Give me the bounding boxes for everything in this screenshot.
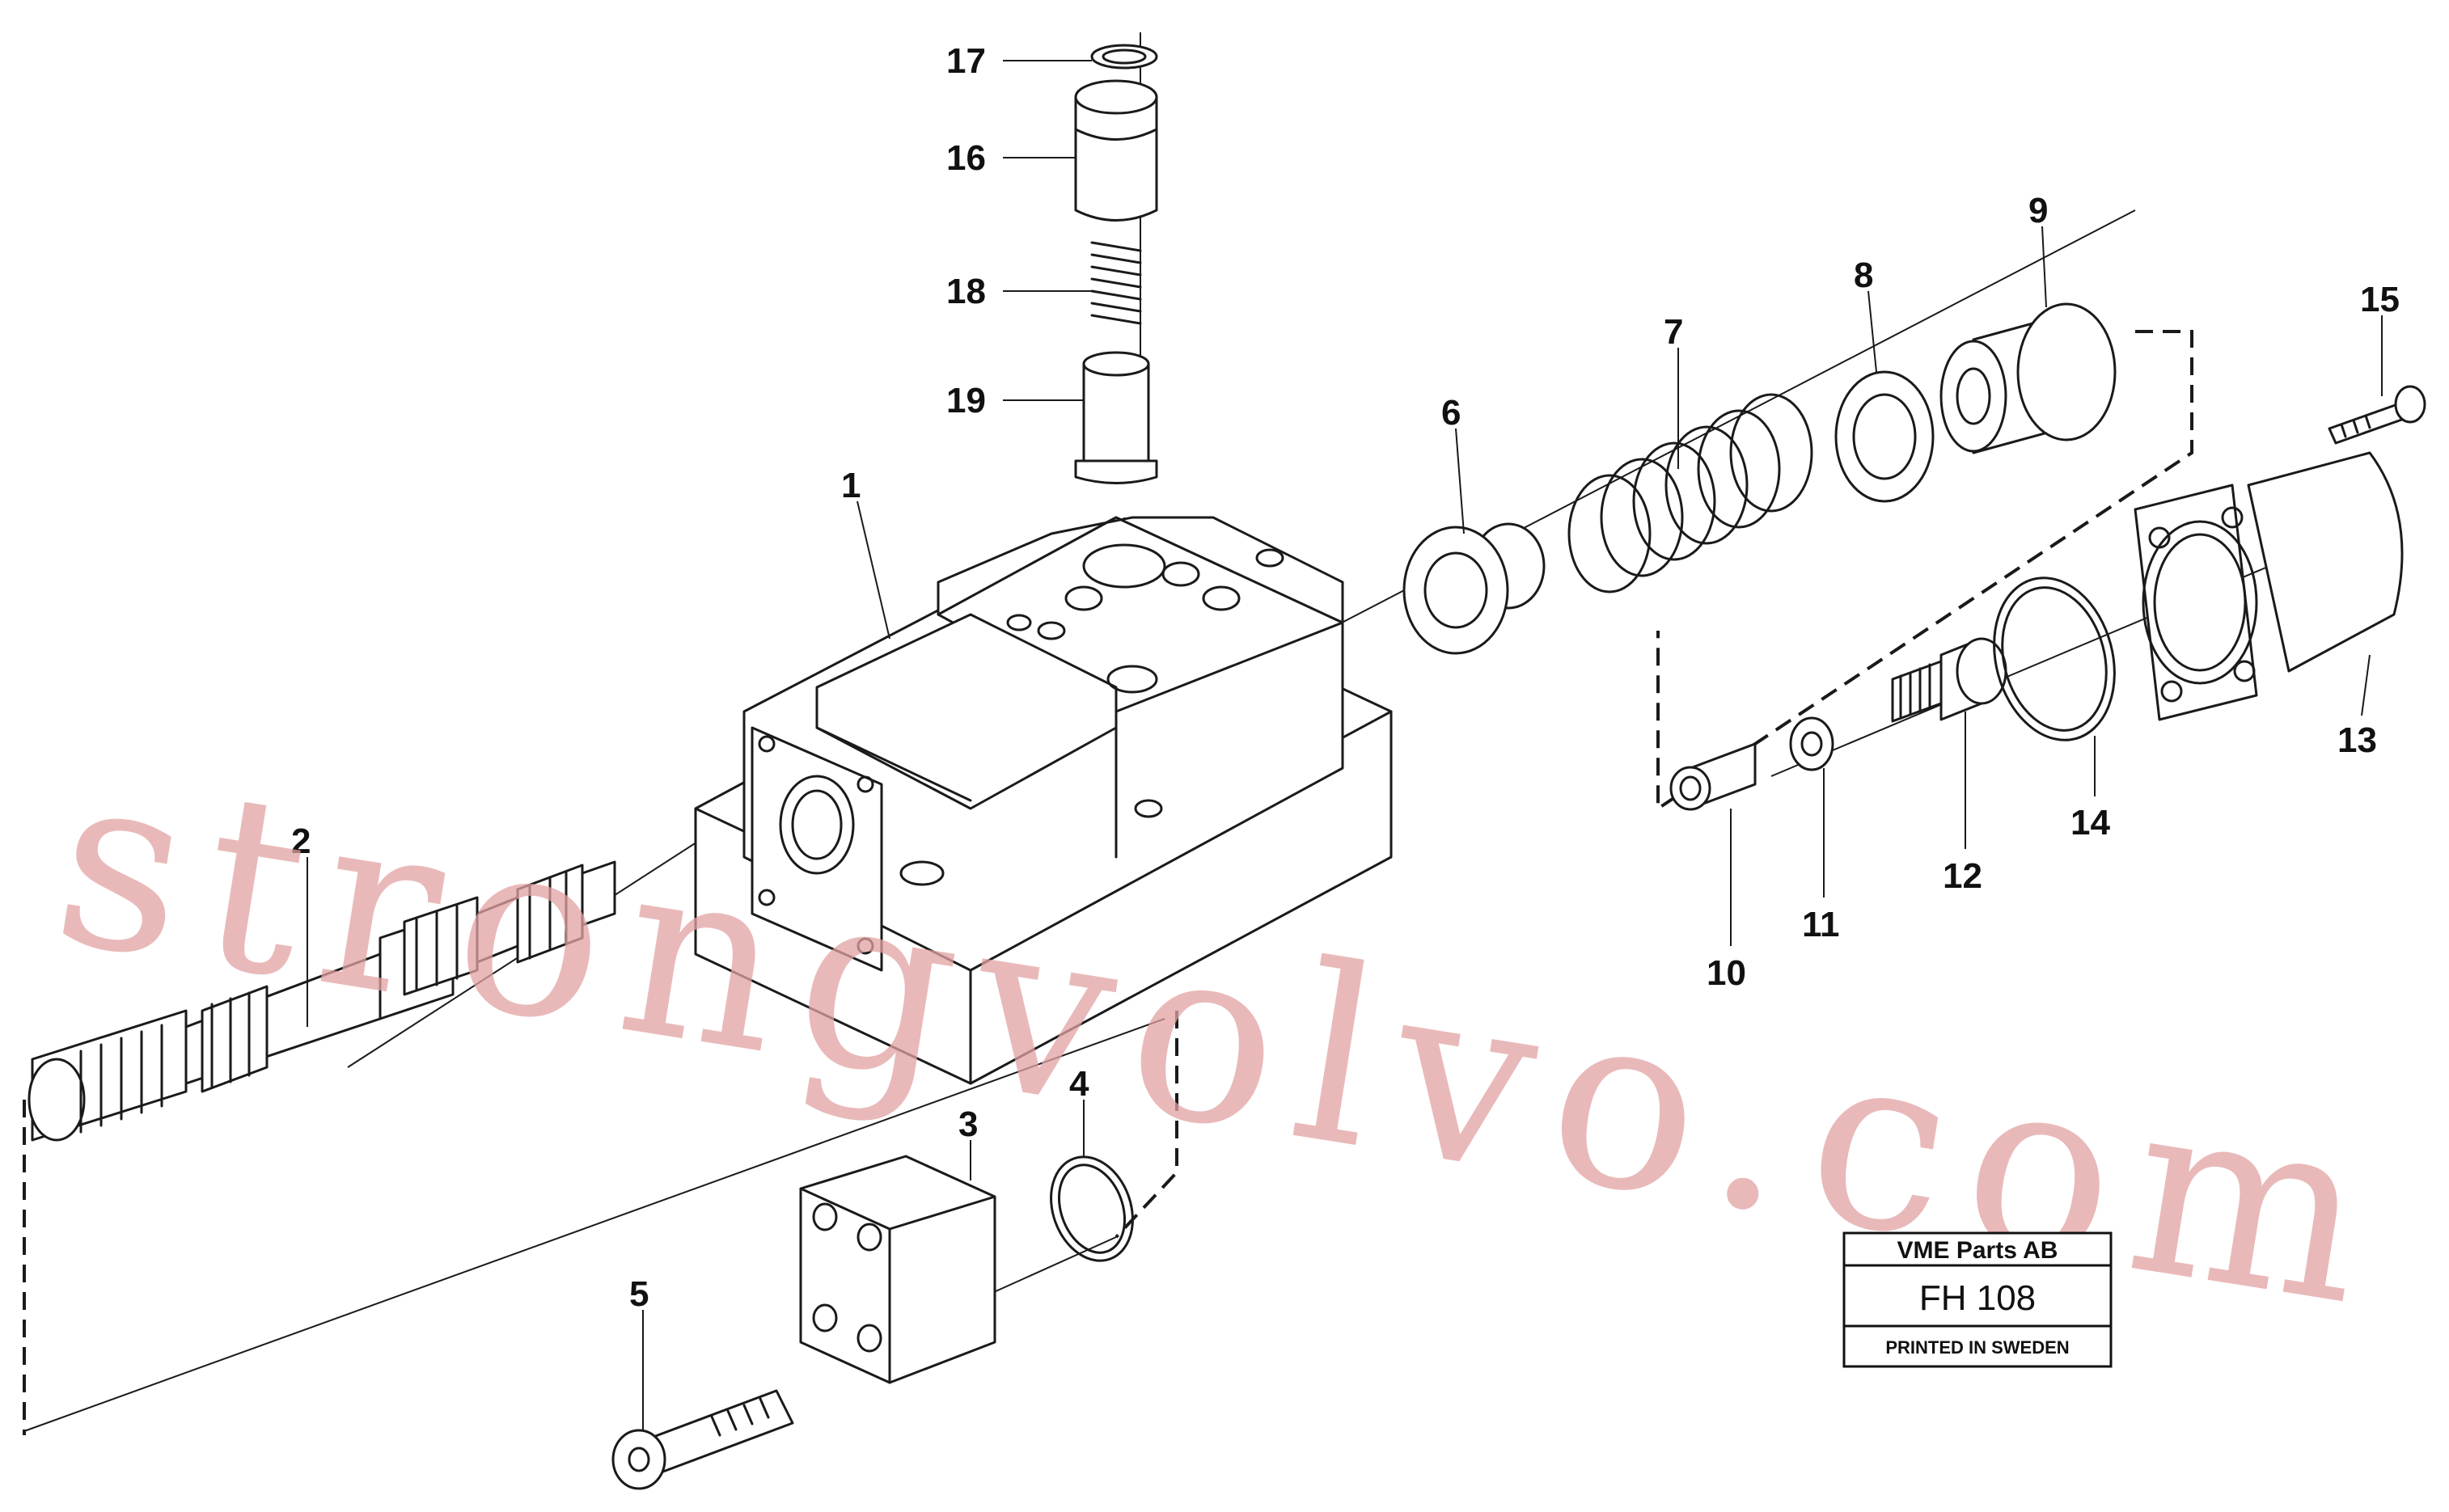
callout-labels: 17 16 18 19 1 2 3 4 5 6 7 8 9 10 11 12 1… [291, 41, 2400, 1314]
valve-cap-part-16 [1074, 79, 1158, 222]
title-stamp: VME Parts AB FH 108 PRINTED IN SWEDEN [1842, 1231, 2113, 1368]
plug-screw-part-12 [1891, 637, 2007, 723]
stamp-code: FH 108 [1919, 1278, 2036, 1318]
callout-16: 16 [946, 138, 986, 178]
small-spring-part-18 [1090, 241, 1142, 325]
sleeve-part-9 [1939, 302, 2117, 454]
callout-1: 1 [841, 466, 861, 505]
callout-12: 12 [1943, 856, 1982, 896]
callout-8: 8 [1854, 256, 1873, 295]
callout-10: 10 [1707, 953, 1746, 993]
callout-5: 5 [629, 1274, 649, 1314]
spring-seat-part-6 [1402, 522, 1546, 655]
leader-lines [307, 60, 2383, 1431]
stamp-company: VME Parts AB [1897, 1237, 2058, 1264]
callout-11: 11 [1802, 905, 1840, 944]
callout-17: 17 [946, 41, 986, 81]
bushing-part-10 [1669, 742, 1757, 811]
washer-part-11 [1789, 716, 1834, 771]
o-ring-part-14 [1993, 577, 2116, 741]
screw-part-15 [2328, 385, 2426, 445]
callout-6: 6 [1441, 393, 1461, 433]
callout-7: 7 [1664, 312, 1683, 352]
callout-2: 2 [291, 821, 311, 861]
callout-19: 19 [946, 381, 986, 420]
callout-15: 15 [2360, 280, 2400, 319]
ring-part-17 [1090, 44, 1158, 70]
cap-housing-part-13 [2134, 451, 2404, 721]
stamp-printed: PRINTED IN SWEDEN [1885, 1337, 2069, 1358]
spring-part-7 [1567, 393, 1813, 593]
o-ring-part-4 [1050, 1155, 1134, 1262]
callout-14: 14 [2070, 803, 2110, 843]
spool-part-2 [27, 860, 616, 1142]
tube-part-19 [1074, 351, 1158, 484]
washer-part-8 [1834, 370, 1935, 503]
callout-13: 13 [2337, 720, 2377, 760]
dashed-brackets [23, 330, 2193, 1435]
cover-block-part-3 [799, 1155, 996, 1384]
bolt-part-5 [611, 1389, 794, 1490]
callout-18: 18 [946, 272, 986, 311]
valve-body-part-1 [694, 516, 1393, 1085]
callout-4: 4 [1069, 1064, 1089, 1104]
callout-9: 9 [2028, 191, 2048, 230]
callout-3: 3 [958, 1104, 978, 1144]
